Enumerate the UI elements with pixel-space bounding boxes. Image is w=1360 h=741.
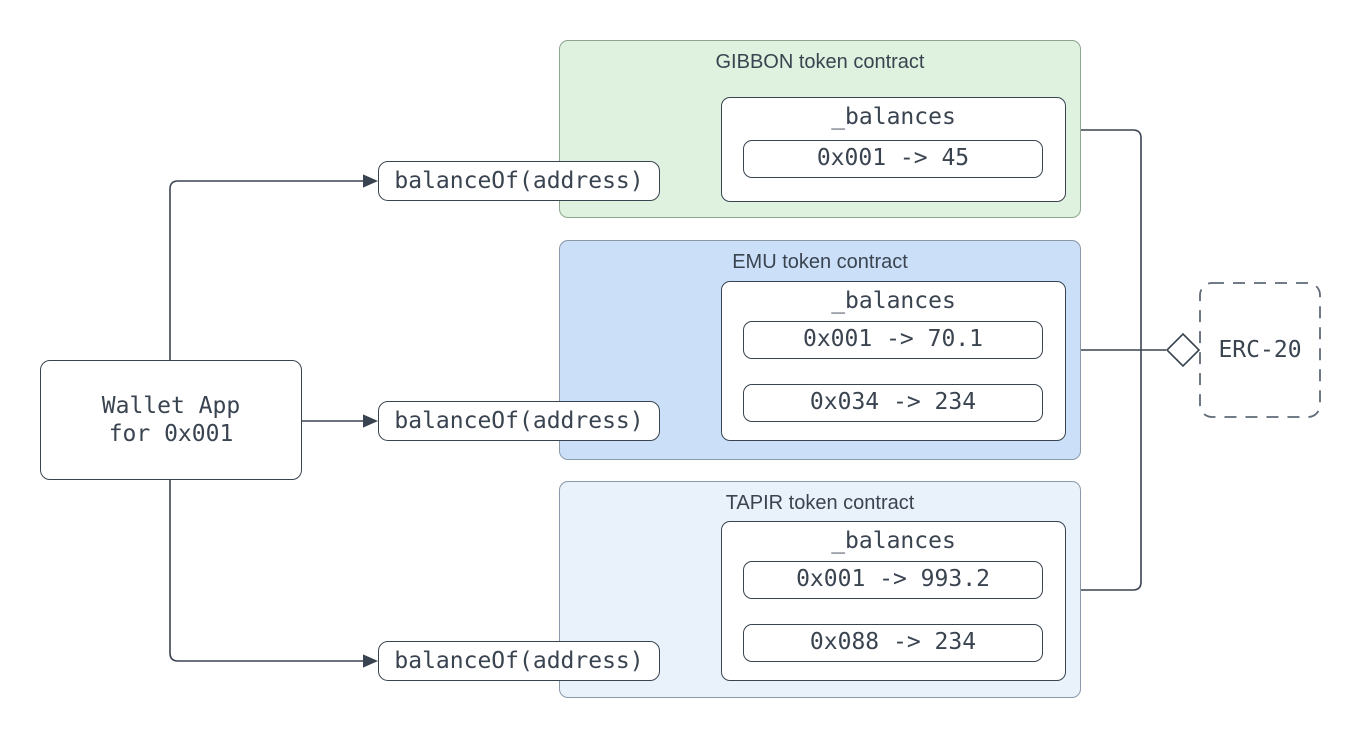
erc20-interface-box (1199, 282, 1321, 418)
connector-contracts-bus (1081, 129, 1142, 591)
balances-map-gibbon: _balances 0x001 -> 45 (721, 97, 1066, 202)
balances-label: _balances (831, 288, 956, 314)
arrowhead-tapir-call (363, 654, 378, 668)
erc20-diamond-connector (1165, 332, 1201, 368)
balances-label: _balances (831, 528, 956, 554)
balanceof-label: balanceOf(address) (394, 408, 644, 434)
balance-entry: 0x088 -> 234 (743, 624, 1043, 662)
connector-wallet-to-gibbon-call (169, 180, 364, 360)
contract-title: TAPIR token contract (725, 492, 915, 514)
wallet-app-node: Wallet App for 0x001 (40, 360, 302, 480)
balanceof-label: balanceOf(address) (394, 648, 644, 674)
arrowhead-gibbon-call (363, 174, 378, 188)
contract-tapir: TAPIR token contract _balances 0x001 -> … (559, 481, 1081, 698)
balanceof-label: balanceOf(address) (394, 168, 644, 194)
contract-title: GIBBON token contract (715, 51, 925, 73)
balance-entry: 0x001 -> 993.2 (743, 561, 1043, 599)
balanceof-call-gibbon: balanceOf(address) (378, 161, 660, 201)
balance-entry: 0x034 -> 234 (743, 384, 1043, 422)
connector-wallet-to-tapir-call (169, 480, 364, 662)
balances-map-emu: _balances 0x001 -> 70.1 0x034 -> 234 (721, 281, 1066, 441)
erc20-interface-label: ERC-20 (1218, 337, 1302, 363)
contract-title: EMU token contract (732, 251, 908, 273)
wallet-label-line2: for 0x001 (108, 421, 234, 447)
wallet-label-line1: Wallet App (101, 393, 241, 419)
balance-entry: 0x001 -> 70.1 (743, 321, 1043, 359)
balanceof-call-tapir: balanceOf(address) (378, 641, 660, 681)
balanceof-call-emu: balanceOf(address) (378, 401, 660, 441)
balances-label: _balances (831, 104, 956, 130)
balances-map-tapir: _balances 0x001 -> 993.2 0x088 -> 234 (721, 521, 1066, 681)
balance-entry: 0x001 -> 45 (743, 140, 1043, 178)
arrowhead-emu-call (363, 414, 378, 428)
